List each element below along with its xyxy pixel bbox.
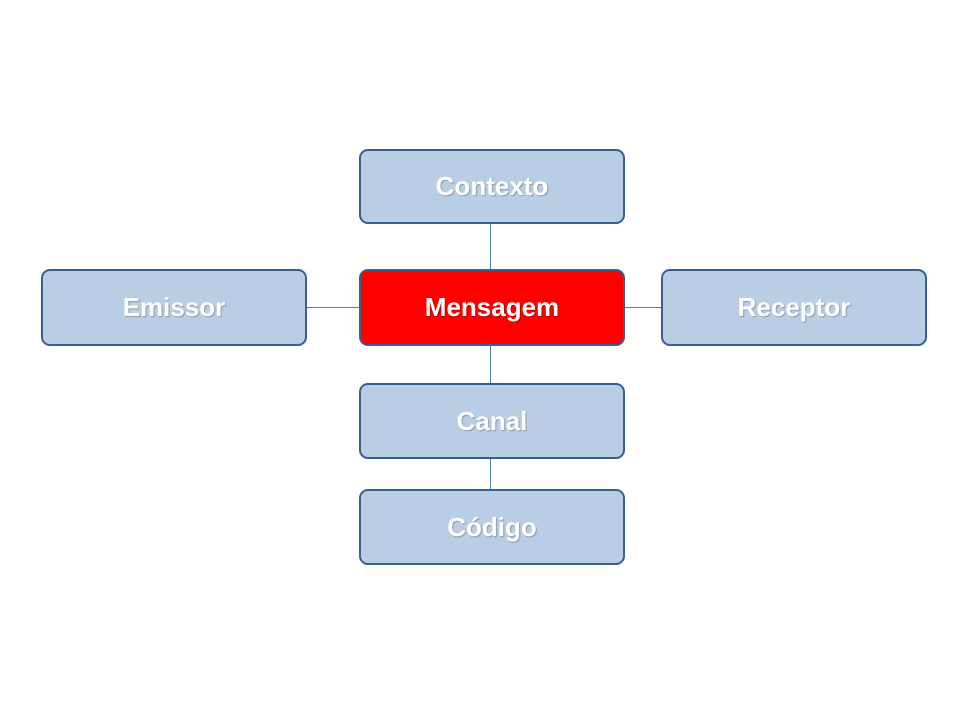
node-emissor-label: Emissor <box>122 292 226 322</box>
node-receptor-label: Receptor <box>737 292 851 322</box>
node-codigo: Código <box>359 489 625 565</box>
connector-mensagem-canal <box>490 346 491 383</box>
connector-mensagem-receptor <box>625 307 661 308</box>
node-codigo-label: Código <box>447 511 537 542</box>
node-contexto: Contexto <box>359 149 625 224</box>
node-receptor: Receptor <box>661 269 927 346</box>
node-contexto-label: Contexto <box>435 171 549 201</box>
connector-contexto-mensagem <box>490 224 491 269</box>
connector-canal-codigo <box>490 459 491 489</box>
connector-emissor-mensagem <box>307 307 359 308</box>
node-mensagem: Mensagem <box>359 269 625 346</box>
node-canal-label: Canal <box>456 405 528 436</box>
node-emissor: Emissor <box>41 269 307 346</box>
node-canal: Canal <box>359 383 625 459</box>
node-mensagem-label: Mensagem <box>424 292 560 322</box>
